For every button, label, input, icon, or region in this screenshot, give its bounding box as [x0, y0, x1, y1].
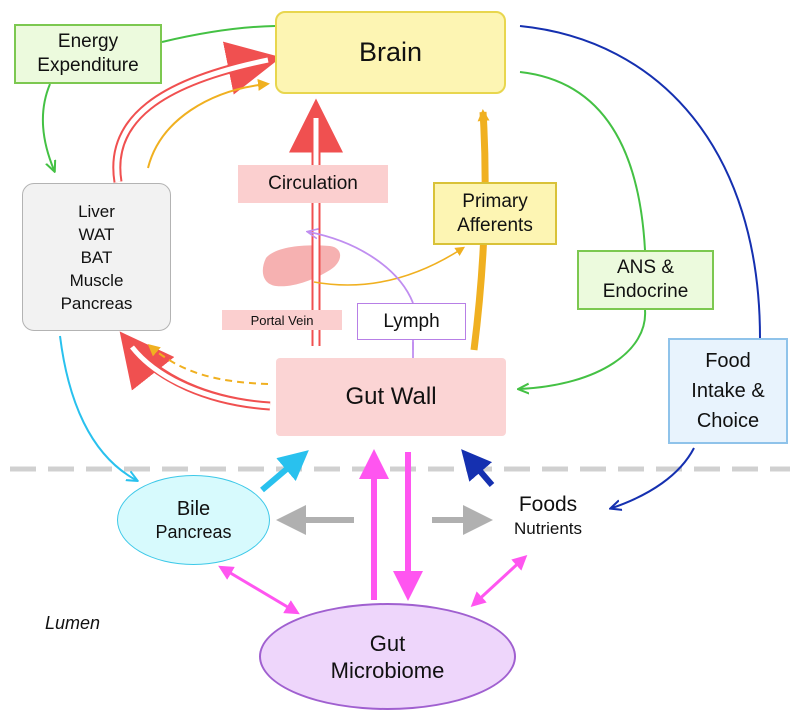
nutrients-label: Nutrients [513, 519, 583, 538]
bile-label: Bile [176, 498, 211, 520]
food-label-line-2: Intake & [691, 380, 765, 402]
food-to-foods-arrow [612, 447, 695, 508]
brain-to-energy-line [161, 25, 276, 43]
pancreas-label: Pancreas [155, 522, 232, 542]
organ-muscle-label: Muscle [69, 270, 124, 290]
circulation-label-box: Circulation [238, 165, 388, 203]
organs-to-brain-gold-arrow [147, 78, 270, 169]
gut-microbiome-node: Gut Microbiome [259, 603, 516, 710]
energy-label-line-1: Energy [57, 31, 119, 52]
primary-afferents-node: Primary Afferents [433, 182, 557, 245]
ans-endocrine-node: ANS & Endocrine [577, 250, 714, 310]
microbiome-label-line-2: Microbiome [330, 657, 445, 683]
foods-nutrients-node: Foods Nutrients [478, 488, 618, 544]
foods-microbiome-arrow [470, 554, 528, 608]
bile-microbiome-arrow [218, 565, 300, 615]
bile-to-gutwall-arrow [260, 450, 309, 493]
foods-to-gutwall-arrow [461, 449, 495, 487]
ans-arrow [520, 71, 647, 389]
organ-pancreas-label: Pancreas [60, 293, 133, 313]
energy-expenditure-node: Energy Expenditure [14, 24, 162, 84]
microbiome-label-line-1: Gut [369, 630, 406, 656]
gutwall-to-organs-lymph-arrow [147, 344, 269, 385]
food-label-line-1: Food [705, 350, 751, 372]
foods-label: Foods [518, 493, 578, 516]
organ-wat-label: WAT [78, 224, 115, 244]
afferents-label-line-2: Afferents [457, 214, 533, 236]
energy-label-line-2: Expenditure [37, 55, 139, 76]
gut-wall-node: Gut Wall [276, 358, 506, 436]
food-intake-node: Food Intake & Choice [668, 338, 788, 444]
organs-to-bile-arrow [59, 335, 136, 480]
portal-to-afferents-arrow [313, 246, 466, 286]
organ-liver-label: Liver [78, 201, 115, 221]
brain-node: Brain [275, 11, 506, 94]
gut-wall-label: Gut Wall [345, 383, 437, 410]
brain-to-food-line [519, 25, 761, 339]
organ-bat-label: BAT [80, 247, 113, 267]
organs-to-brain-arrow [112, 41, 282, 183]
ans-label-line-2: Endocrine [602, 281, 689, 302]
ans-label-line-1: ANS & [616, 257, 675, 278]
brain-label: Brain [358, 37, 423, 67]
food-label-line-3: Choice [696, 410, 760, 432]
liver-shape [262, 245, 341, 287]
lymph-node: Lymph [357, 303, 466, 340]
organs-node: Liver WAT BAT Muscle Pancreas [22, 183, 171, 331]
portal-vein-label-box: Portal Vein [222, 310, 342, 330]
afferents-label-line-1: Primary [462, 190, 528, 212]
circulation-label: Circulation [268, 173, 358, 194]
gutwall-to-organs-arrow [119, 331, 271, 411]
lumen-label: Lumen [45, 613, 101, 633]
portal-vein-label: Portal Vein [250, 312, 314, 328]
energy-to-organs-arrow [41, 83, 54, 170]
bile-pancreas-node: Bile Pancreas [117, 475, 270, 565]
lymph-label: Lymph [383, 310, 440, 332]
